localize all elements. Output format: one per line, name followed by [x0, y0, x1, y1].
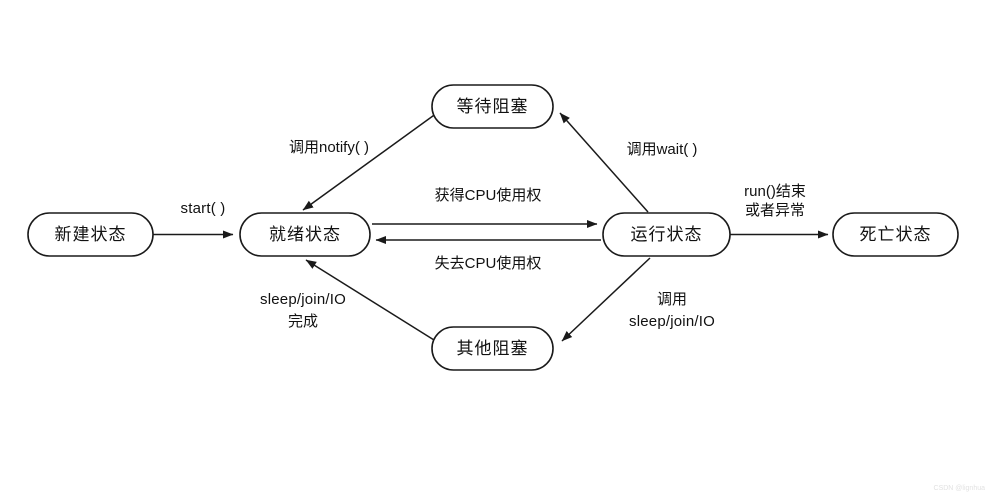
edge-label-call-wait: 调用wait( )	[627, 141, 698, 158]
state-node-running[interactable]: 运行状态	[602, 212, 731, 257]
node-shape	[832, 212, 959, 257]
edge-label-call-sleep-line2: sleep/join/IO	[629, 313, 715, 330]
edge-running-to-other: 调用 sleep/join/IO	[561, 257, 715, 342]
node-shape	[239, 212, 371, 257]
edge-running-to-dead: run()结束 或者异常	[730, 183, 829, 239]
state-node-ready[interactable]: 就绪状态	[239, 212, 371, 257]
edge-label-acquire-cpu: 获得CPU使用权	[435, 187, 542, 204]
edge-label-sleep-done-line2: 完成	[288, 313, 318, 330]
node-label-ready: 就绪状态	[269, 225, 341, 244]
edge-other-to-ready: sleep/join/IO 完成	[260, 259, 435, 341]
state-node-dead[interactable]: 死亡状态	[832, 212, 959, 257]
node-shape	[431, 326, 554, 371]
node-label-other-blocked: 其他阻塞	[457, 339, 529, 358]
edge-line	[561, 257, 651, 342]
edge-label-call-notify: 调用notify( )	[289, 139, 369, 156]
node-shape	[431, 84, 554, 129]
node-shape	[602, 212, 731, 257]
node-label-waiting-blocked: 等待阻塞	[457, 97, 529, 116]
edge-label-run-end-line1: run()结束	[744, 183, 806, 200]
node-shape	[27, 212, 154, 257]
edge-running-to-ready: 失去CPU使用权	[375, 235, 601, 272]
node-label-running: 运行状态	[631, 225, 703, 244]
edge-line	[305, 259, 435, 341]
edge-label-sleep-done-line1: sleep/join/IO	[260, 291, 346, 308]
edge-running-to-waiting: 调用wait( )	[559, 112, 698, 213]
node-label-dead: 死亡状态	[860, 225, 932, 244]
edge-line	[302, 112, 438, 211]
watermark: CSDN @lignhua	[934, 485, 986, 492]
edge-line	[559, 112, 649, 213]
edge-ready-to-running: 获得CPU使用权	[372, 187, 598, 229]
state-node-new[interactable]: 新建状态	[27, 212, 154, 257]
node-label-new: 新建状态	[55, 225, 127, 244]
edge-label-start: start( )	[181, 200, 226, 217]
edge-label-call-sleep-line1: 调用	[657, 291, 687, 308]
state-node-waiting-blocked[interactable]: 等待阻塞	[431, 84, 554, 129]
edge-new-to-ready: start( )	[153, 200, 234, 239]
edge-waiting-to-ready: 调用notify( )	[289, 112, 438, 211]
edge-label-lose-cpu: 失去CPU使用权	[435, 255, 542, 272]
edge-label-run-end-line2: 或者异常	[745, 202, 805, 219]
state-node-other-blocked[interactable]: 其他阻塞	[431, 326, 554, 371]
